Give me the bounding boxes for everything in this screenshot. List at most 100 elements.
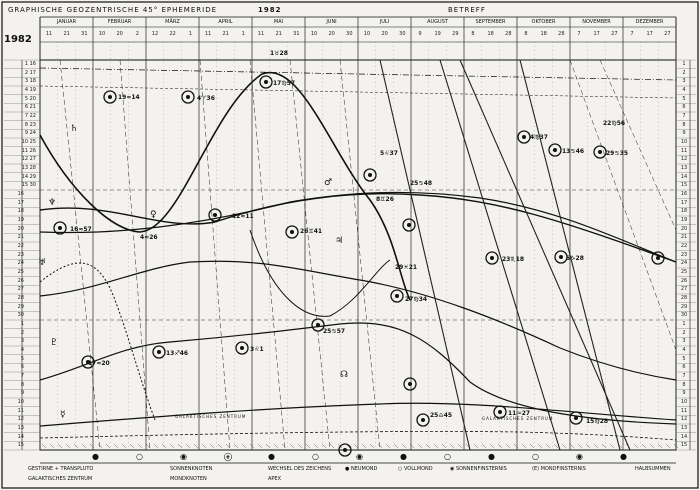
position-note: 17≈20 bbox=[88, 360, 110, 367]
event-circle bbox=[208, 208, 222, 222]
hatch bbox=[169, 443, 175, 449]
event-circle bbox=[517, 130, 531, 144]
left-scale-label: 14 bbox=[17, 433, 24, 440]
month-label: SEPTEMBER bbox=[475, 19, 506, 25]
position-note: 5♌37 bbox=[380, 150, 398, 157]
event-circle bbox=[548, 143, 562, 157]
hatch bbox=[241, 443, 247, 449]
event-circle bbox=[152, 345, 166, 359]
left-scale-label: 8 bbox=[20, 381, 24, 388]
position-note: 13♋46 bbox=[562, 148, 585, 155]
hatch bbox=[585, 443, 591, 449]
event-circle bbox=[651, 251, 665, 265]
hatch bbox=[153, 443, 159, 449]
right-scale-label: 30 bbox=[680, 312, 688, 319]
position-note: 26♊41 bbox=[300, 228, 323, 235]
event-dot bbox=[598, 150, 602, 154]
event-circle bbox=[402, 218, 416, 232]
hatch bbox=[393, 443, 399, 449]
event-dot bbox=[656, 256, 660, 260]
left-scale-label: 21 bbox=[17, 234, 24, 241]
hatch bbox=[633, 443, 639, 449]
event-dot bbox=[213, 213, 217, 217]
path-galactic bbox=[39, 402, 677, 427]
position-note: 23♏18 bbox=[502, 256, 525, 263]
right-scale-label: 10 bbox=[680, 399, 688, 405]
legend-item: MONDKNOTEN bbox=[170, 476, 207, 482]
position-note: 15♍28 bbox=[586, 418, 609, 425]
hatch bbox=[649, 443, 655, 449]
lunar-marker: ● bbox=[488, 452, 495, 461]
day-label: 7 bbox=[577, 31, 581, 37]
galactic-center-label: GALAKTISCHES ZENTRUM bbox=[175, 414, 247, 419]
right-scale-label: 2 bbox=[682, 69, 686, 76]
month-label: AUGUST bbox=[427, 19, 448, 25]
day-label: 30 bbox=[346, 31, 353, 37]
left-scale-label: 6 21 bbox=[24, 104, 36, 111]
position-note: 25♋57 bbox=[323, 328, 346, 335]
hatch bbox=[497, 443, 503, 449]
right-scale-label: 5 bbox=[682, 95, 686, 102]
right-scale-label: 6 bbox=[682, 104, 686, 111]
hatch bbox=[145, 443, 151, 449]
month-label: JANUAR bbox=[56, 19, 77, 25]
planet-glyph: ♅ bbox=[38, 258, 47, 268]
position-note: 29♋35 bbox=[606, 150, 629, 157]
hatch bbox=[569, 443, 575, 449]
position-note: 27♍34 bbox=[405, 296, 428, 303]
right-scale-label: 3 bbox=[682, 78, 686, 85]
event-dot bbox=[157, 350, 161, 354]
diag-line bbox=[119, 59, 151, 451]
planet-glyph: ♂ bbox=[324, 178, 333, 188]
position-note: 5♑28 bbox=[566, 255, 584, 262]
hatch bbox=[505, 443, 511, 449]
hatch bbox=[177, 443, 183, 449]
legend-item: GESTIRNE + TRANSPLUTO bbox=[28, 466, 94, 472]
event-dot bbox=[574, 416, 578, 420]
day-label: 31 bbox=[81, 31, 88, 37]
hatch bbox=[65, 443, 71, 449]
right-scale-label: 24 bbox=[680, 260, 688, 267]
right-scale-label: 11 bbox=[680, 407, 688, 414]
day-label: 12 bbox=[151, 31, 159, 37]
diag-line bbox=[249, 59, 286, 451]
day-label: 9 bbox=[418, 31, 422, 37]
path-transit bbox=[39, 67, 677, 81]
left-scale-label: 4 bbox=[20, 347, 24, 353]
chart-title: GRAPHISCHE GEOZENTRISCHE 45° EPHEMERIDE bbox=[8, 6, 218, 14]
day-label: 31 bbox=[293, 31, 300, 37]
galactic-center-label-2: GALAKTISCHES ZENTRUM bbox=[482, 416, 554, 421]
day-label: 11 bbox=[204, 31, 212, 37]
hatch bbox=[673, 443, 679, 449]
hatch bbox=[361, 443, 367, 449]
left-scale-label: 20 bbox=[17, 225, 24, 232]
day-label: 11 bbox=[45, 31, 53, 37]
hatch bbox=[433, 443, 439, 449]
right-scale-label: 12 bbox=[680, 416, 688, 423]
hatch bbox=[313, 443, 319, 449]
hatch bbox=[73, 443, 79, 449]
day-label: 2 bbox=[135, 31, 139, 37]
event-dot bbox=[559, 255, 563, 259]
event-dot bbox=[522, 135, 526, 139]
hatch bbox=[593, 443, 599, 449]
right-scale-label: 1 bbox=[682, 321, 686, 327]
hatch bbox=[441, 443, 447, 449]
hatch bbox=[89, 443, 95, 449]
position-note: 22♍56 bbox=[603, 120, 626, 127]
event-circle bbox=[181, 90, 195, 104]
hatch bbox=[473, 443, 479, 449]
hatch bbox=[449, 443, 455, 449]
month-label: OKTOBER bbox=[531, 19, 556, 25]
event-dot bbox=[186, 95, 190, 99]
path-sun-wave bbox=[39, 71, 411, 301]
left-scale-label: 5 bbox=[20, 355, 24, 362]
right-scale-label: 13 bbox=[680, 165, 688, 171]
chart-year-top: 1982 bbox=[258, 6, 282, 14]
month-label: MAI bbox=[273, 19, 284, 25]
day-label: 1 bbox=[188, 31, 192, 37]
hatch bbox=[665, 443, 671, 449]
hatch bbox=[305, 443, 311, 449]
